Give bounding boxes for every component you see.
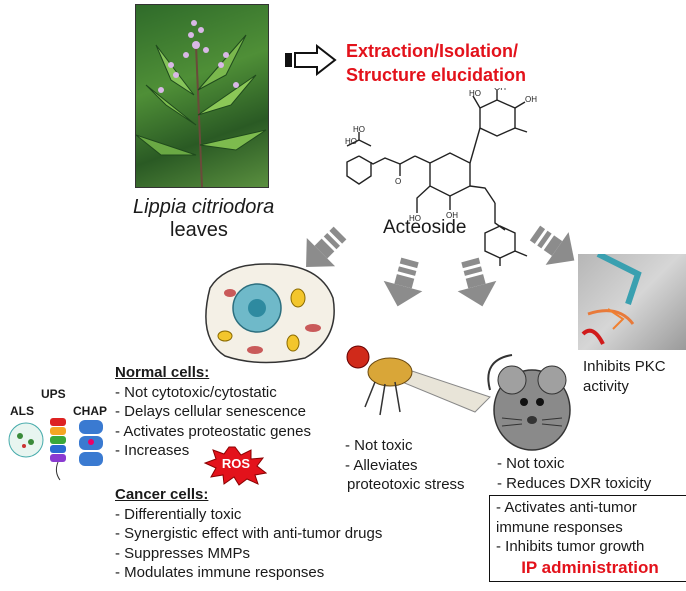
cancer-item-1: - Differentially toxic <box>115 505 242 523</box>
arrow-to-pkc <box>523 225 586 277</box>
svg-text:HO: HO <box>353 125 365 134</box>
svg-text:HO: HO <box>345 137 357 146</box>
normal-cells-section: Normal cells: - Not cytotoxic/cytostatic… <box>115 363 311 461</box>
normal-item-3: - Activates proteostatic genes <box>115 422 311 440</box>
docking-graphic <box>581 254 642 345</box>
process-line-1: Extraction/Isolation/ <box>346 41 519 61</box>
fly-item-1: - Not toxic <box>345 437 413 454</box>
als-label: ALS <box>10 404 34 418</box>
proteostasis-icons <box>8 418 103 481</box>
mouse-item-1: - Not toxic <box>497 455 565 472</box>
arrow-to-fly <box>378 254 430 312</box>
normal-item-2: - Delays cellular senescence <box>115 403 306 420</box>
chap-chaperone-icon <box>79 420 103 466</box>
boxed-item-1: - Activates anti-tumor <box>496 499 637 516</box>
process-line-2: Structure elucidation <box>346 65 527 85</box>
boxed-item-2: immune responses <box>496 518 623 536</box>
arrow-to-mouse <box>450 254 502 312</box>
svg-text:O: O <box>395 177 401 186</box>
cell-illustration <box>205 263 335 364</box>
fly-item-3: proteotoxic stress <box>347 476 465 493</box>
lippia-plant-photo <box>135 4 269 188</box>
ros-label: ROS <box>221 456 251 471</box>
normal-item-4: - Increases <box>115 442 190 459</box>
mouse-item-2: - Reduces DXR toxicity <box>497 474 652 492</box>
plant-name: Lippia citriodora <box>133 196 275 218</box>
fly-text: - Not toxic - Alleviates proteotoxic str… <box>345 436 465 495</box>
normal-cells-title: Normal cells: <box>115 364 210 381</box>
ros-burst-icon <box>203 446 267 486</box>
pkc-text: Inhibits PKC activity <box>583 357 666 397</box>
process-arrow <box>285 44 337 76</box>
fly-item-2: - Alleviates <box>345 456 418 474</box>
cancer-cells-section: Cancer cells: - Differentially toxic - S… <box>115 485 382 583</box>
svg-text:OH: OH <box>494 88 506 92</box>
svg-text:OH: OH <box>446 211 458 220</box>
cancer-item-3: - Suppresses MMPs <box>115 544 251 562</box>
cancer-cells-title: Cancer cells: <box>115 486 209 503</box>
ups-proteasome-icon <box>50 418 66 481</box>
mouse-text: - Not toxic - Reduces DXR toxicity <box>497 454 651 493</box>
pkc-line-2: activity <box>583 378 629 395</box>
svg-text:HO: HO <box>469 89 481 98</box>
pkc-line-1: Inhibits PKC <box>583 358 666 375</box>
route-label: IP administration <box>521 557 659 577</box>
normal-item-1: - Not cytotoxic/cytostatic <box>115 383 277 401</box>
effect-arrows <box>300 225 586 312</box>
mouse-illustration <box>487 354 571 451</box>
chap-label: CHAP <box>73 404 108 418</box>
fly-illustration <box>346 345 491 416</box>
plant-part: leaves <box>170 219 228 241</box>
ups-label: UPS <box>41 387 66 401</box>
cancer-item-4: - Modulates immune responses <box>115 564 325 581</box>
compound-name: Acteoside <box>383 217 467 238</box>
plant-illustration <box>136 20 267 187</box>
svg-text:HO: HO <box>409 214 421 223</box>
cancer-item-2: - Synergistic effect with anti-tumor dru… <box>115 525 383 542</box>
mouse-antitumor-box: - Activates anti-tumor immune responses … <box>489 495 686 582</box>
pkc-docking-image <box>578 254 686 350</box>
als-icon <box>8 422 44 458</box>
acteoside-structure: HO OH OH HO HO O OH HO <box>345 88 537 266</box>
process-text: Extraction/Isolation/ Structure elucidat… <box>346 39 526 87</box>
boxed-item-3: - Inhibits tumor growth <box>496 538 645 555</box>
svg-text:OH: OH <box>525 95 537 104</box>
